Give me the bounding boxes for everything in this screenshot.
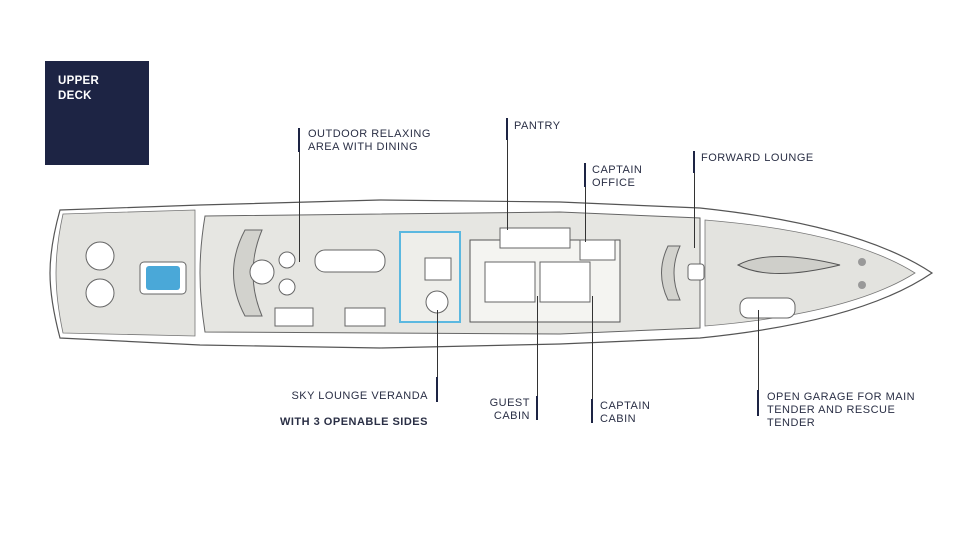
armchair-1 — [278, 251, 296, 269]
guest-cabin-bar — [536, 396, 538, 420]
outdoor-relaxing-leader — [299, 152, 300, 262]
label-open-garage: OPEN GARAGE FOR MAIN TENDER AND RESCUE T… — [767, 391, 916, 429]
captain-cabin-bar — [591, 399, 593, 423]
outdoor-sofa — [233, 229, 263, 317]
main-tender — [736, 256, 841, 274]
label-guest-cabin: GUEST CABIN — [489, 397, 530, 422]
sky-lounge-line1: SKY LOUNGE VERANDA — [291, 390, 428, 402]
sky-lounge-sofa — [424, 257, 452, 281]
label-sky-lounge: SKY LOUNGE VERANDA WITH 3 OPENABLE SIDES — [240, 377, 428, 429]
guest-cabin-leader — [537, 296, 538, 396]
label-captain-cabin: CAPTAIN CABIN — [600, 400, 651, 425]
label-pantry: PANTRY — [514, 120, 561, 132]
rescue-tender — [739, 297, 796, 319]
pool-water — [146, 266, 180, 290]
outdoor-relaxing-bar — [298, 128, 300, 152]
label-outdoor-relaxing: OUTDOOR RELAXING AREA WITH DINING — [308, 128, 431, 153]
forward-lounge-table — [687, 263, 705, 281]
forward-lounge-leader — [694, 173, 695, 248]
captain-office-leader — [585, 187, 586, 242]
foredeck — [704, 219, 916, 327]
captain-office-bar — [584, 163, 586, 187]
sky-lounge-line2: WITH 3 OPENABLE SIDES — [279, 416, 428, 428]
coffee-table — [249, 259, 275, 285]
label-forward-lounge: FORWARD LOUNGE — [701, 152, 814, 164]
aft-deck — [55, 209, 196, 337]
captain-cabin-room — [539, 261, 591, 303]
guest-cabin-room — [484, 261, 536, 303]
aft-stairs — [274, 307, 314, 327]
port-stairs — [344, 307, 386, 327]
label-captain-office: CAPTAIN OFFICE — [592, 164, 643, 189]
armchair-2 — [278, 278, 296, 296]
deck-title-box: UPPER DECK — [45, 61, 149, 165]
pantry-bar — [506, 118, 508, 140]
forward-lounge-sofa — [661, 245, 681, 301]
open-garage-bar — [757, 390, 759, 416]
forward-lounge-bar — [693, 151, 695, 173]
office-room — [579, 239, 616, 261]
pantry-leader — [507, 140, 508, 230]
dining-table — [314, 249, 386, 273]
deck-title: UPPER DECK — [58, 75, 100, 102]
aft-lounger-2 — [85, 278, 115, 308]
open-garage-leader — [758, 310, 759, 390]
bow-fitting-2 — [858, 281, 866, 289]
aft-lounger-1 — [85, 241, 115, 271]
pantry-room — [499, 227, 571, 249]
sky-lounge-bar — [436, 377, 438, 402]
sky-lounge-leader — [437, 310, 438, 378]
captain-cabin-leader — [592, 296, 593, 399]
bow-fitting-1 — [858, 258, 866, 266]
